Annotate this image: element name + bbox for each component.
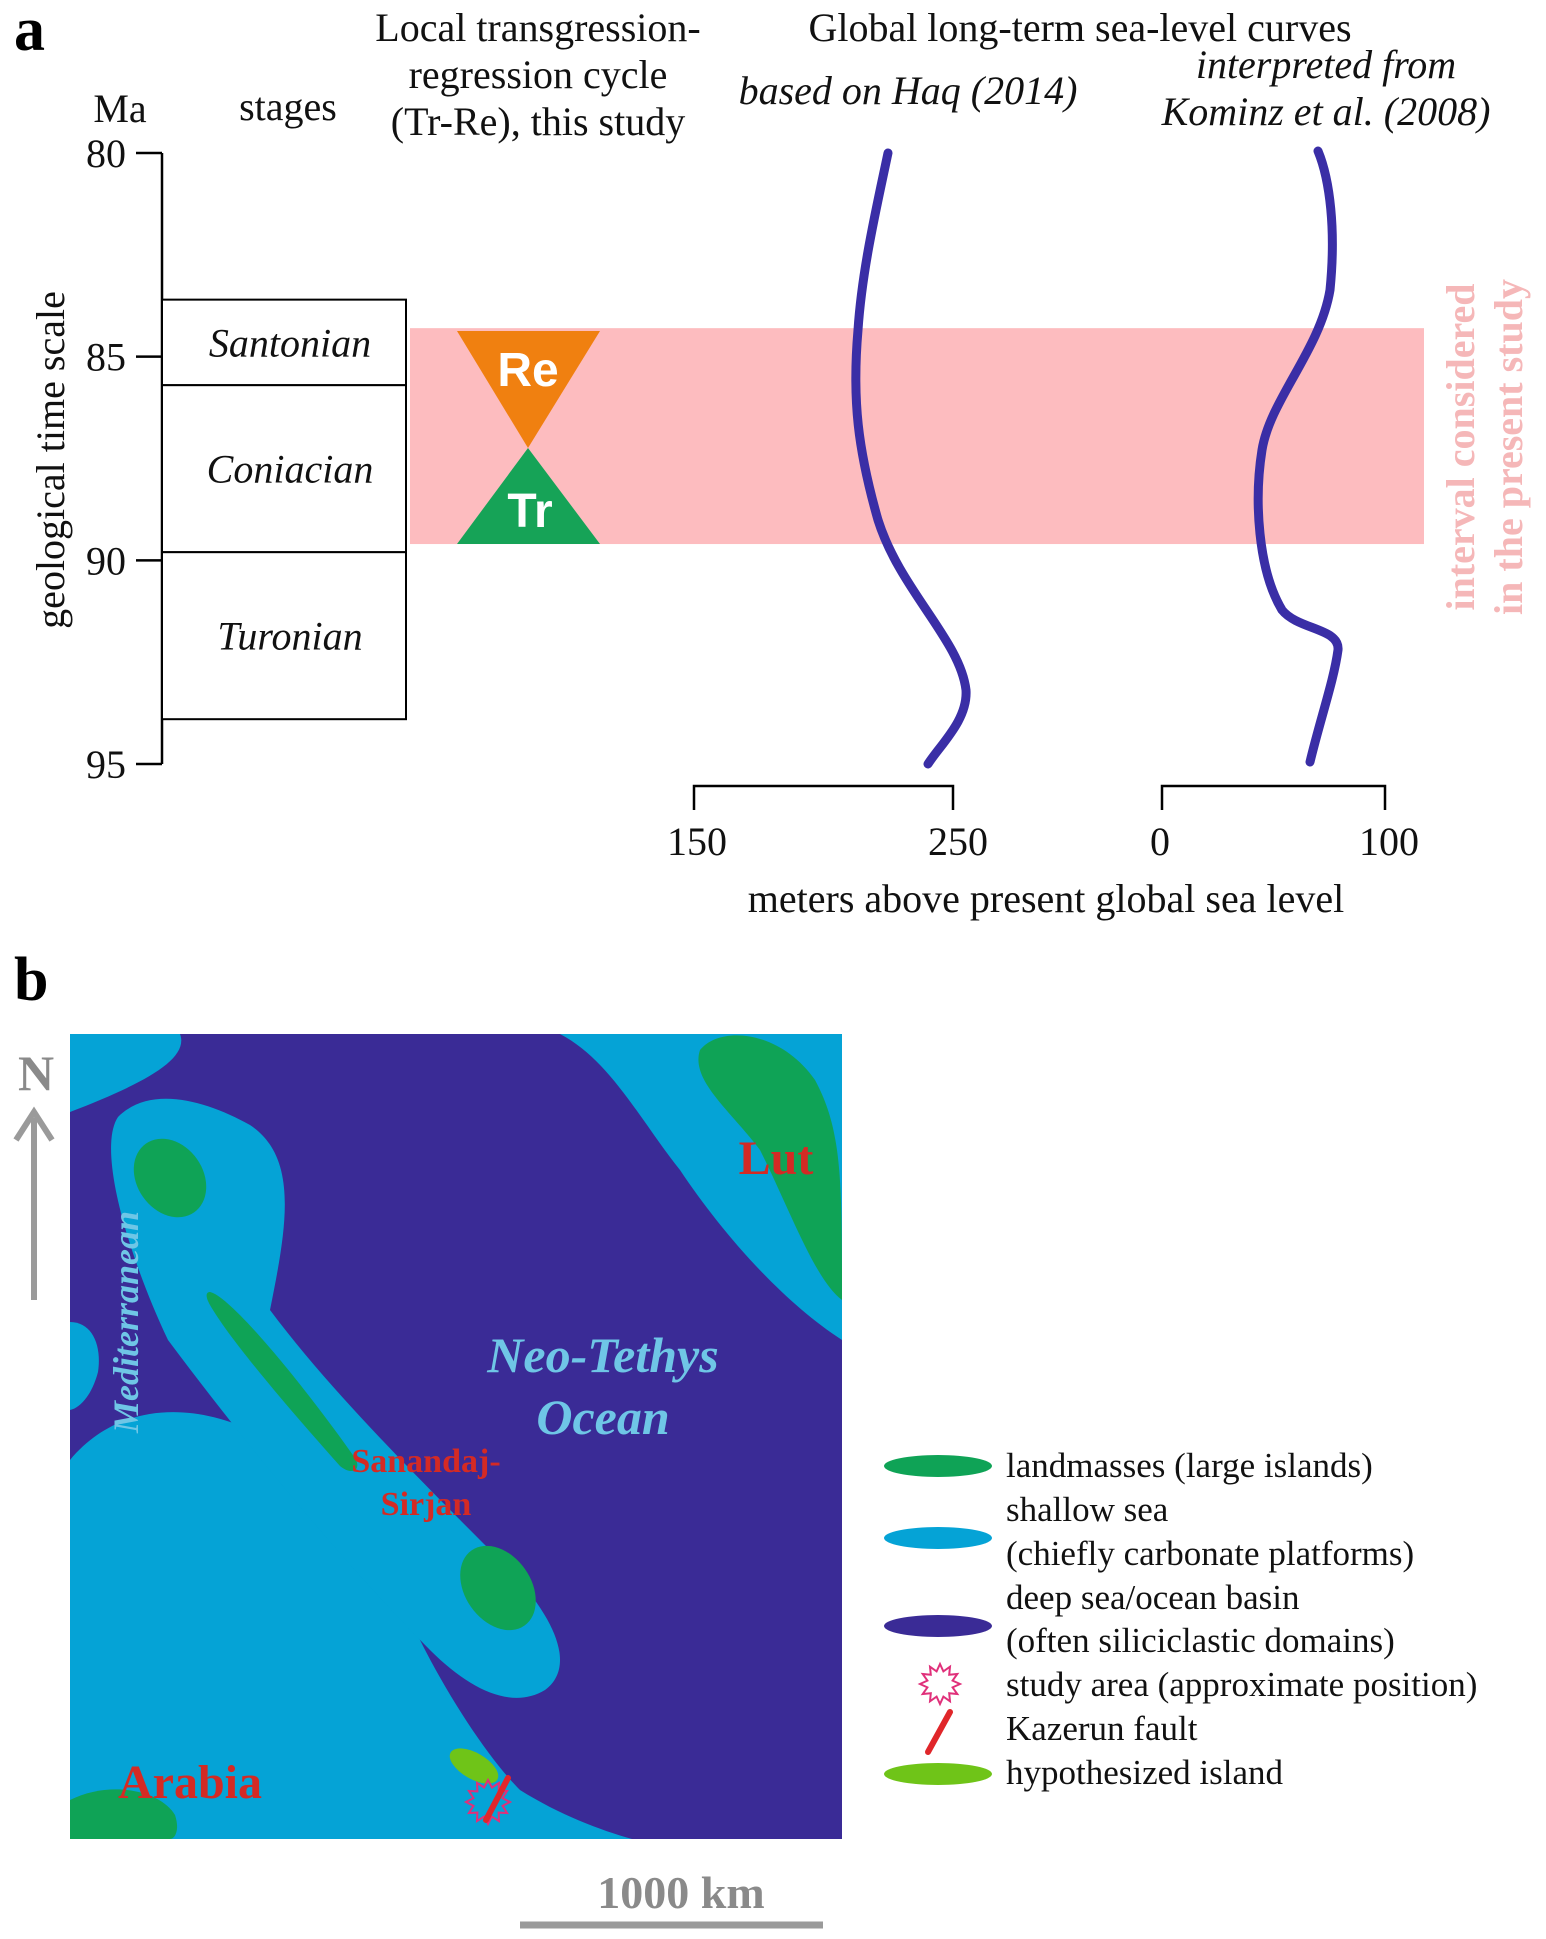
time-tick-label-80: 80 (86, 131, 126, 176)
legend-island-swatch (884, 1763, 992, 1785)
kominz-tick-100: 100 (1359, 819, 1419, 864)
haq-x-axis: 150 250 (667, 784, 988, 864)
panel-b: b N (13, 946, 1477, 1929)
shallow-sea-west-bump (70, 1322, 99, 1410)
shallow-sea-arabia (70, 1412, 632, 1839)
haq-axis-line (692, 784, 955, 810)
stage-label-coniacian: Coniacian (207, 447, 374, 492)
stage-box-turonian (161, 551, 407, 721)
panel-b-letter: b (14, 946, 48, 1014)
hypothesized-island (449, 1748, 499, 1784)
landmass-southeast (460, 1545, 536, 1631)
lut-label: Lut (739, 1132, 814, 1185)
study-area-icon (463, 1777, 513, 1827)
legend-island-text: hypothesized island (1006, 1753, 1284, 1792)
legend-landmass-text: landmasses (large islands) (1006, 1446, 1373, 1485)
legend-fault-text: Kazerun fault (1006, 1709, 1198, 1748)
stage-box-santonian (161, 298, 407, 387)
paleogeographic-map: Lut Mediterranean Neo-Tethys Ocean Sanan… (70, 1034, 842, 1839)
stage-box-coniacian (161, 384, 407, 554)
landmass-northwest (133, 1138, 207, 1218)
stage-label-turonian: Turonian (217, 614, 362, 659)
panel-a: a Ma stages Local transgression- regress… (14, 0, 1531, 921)
haq-tick-150: 150 (667, 819, 727, 864)
time-tick-label-85: 85 (86, 335, 126, 380)
global-curves-header: Global long-term sea-level curves (808, 5, 1351, 50)
legend-deep-text-line1: deep sea/ocean basin (1006, 1578, 1299, 1617)
sanandaj-label-line2: Sirjan (381, 1486, 472, 1523)
arabia-label: Arabia (118, 1756, 262, 1809)
time-tick-label-90: 90 (86, 538, 126, 583)
transgression-triangle (457, 448, 600, 544)
interval-label-line1: interval considered (1438, 283, 1483, 610)
legend-study-text: study area (approximate position) (1006, 1665, 1477, 1704)
time-axis-label: geological time scale (28, 291, 73, 629)
north-label: N (18, 1045, 54, 1101)
local-cycle-header-line1: Local transgression- (375, 5, 700, 50)
ma-header: Ma (93, 86, 147, 131)
kominz-x-axis: 0 100 (1150, 784, 1419, 864)
landmass-arabia (70, 1789, 178, 1839)
time-tick-label-95: 95 (86, 742, 126, 787)
stage-label-santonian: Santonian (209, 320, 371, 365)
legend-deep-text-line2: (often siliciclastic domains) (1006, 1621, 1395, 1660)
sanandaj-label-line1: Sanandaj- (351, 1443, 500, 1480)
kominz-tick-0: 0 (1150, 819, 1170, 864)
legend-deep-swatch (884, 1615, 992, 1637)
haq-sea-level-curve (851, 148, 971, 769)
scale-bar-label: 1000 km (597, 1867, 764, 1918)
neo-tethys-label-line2: Ocean (536, 1389, 669, 1445)
landmass-sanandaj-sirjan-strip (206, 1292, 358, 1472)
panel-a-letter: a (14, 0, 45, 64)
north-arrow-icon (13, 1106, 55, 1300)
kominz-sea-level-curve (1253, 146, 1343, 767)
legend: landmasses (large islands) shallow sea (… (884, 1446, 1477, 1792)
haq-tick-250: 250 (928, 819, 988, 864)
kominz-header-line1: interpreted from (1196, 42, 1456, 87)
tr-label: Tr (507, 485, 552, 538)
landmass-lut (698, 1035, 842, 1300)
interval-label-line2: in the present study (1486, 279, 1531, 615)
stages-header: stages (239, 84, 337, 129)
legend-shallow-text-line1: shallow sea (1006, 1490, 1169, 1529)
mediterranean-label: Mediterranean (106, 1211, 146, 1434)
x-axis-label: meters above present global sea level (748, 876, 1344, 921)
kominz-header-line2: Kominz et al. (2008) (1161, 89, 1491, 134)
legend-study-area-icon (917, 1661, 963, 1707)
local-cycle-header-line2: regression cycle (409, 52, 668, 97)
legend-landmass-swatch (884, 1455, 992, 1477)
kominz-axis-line (1160, 784, 1387, 810)
shallow-sea-sanandaj-sirjan (111, 1098, 560, 1698)
re-label: Re (497, 344, 558, 397)
legend-shallow-swatch (884, 1527, 992, 1549)
neo-tethys-label-line1: Neo-Tethys (486, 1327, 718, 1383)
legend-shallow-text-line2: (chiefly carbonate platforms) (1006, 1534, 1414, 1573)
regression-triangle (457, 331, 600, 448)
haq-header: based on Haq (2014) (739, 68, 1078, 113)
kazerun-fault-icon (483, 1775, 511, 1823)
time-axis-ticks: 80 85 90 95 (86, 131, 162, 787)
local-cycle-header-line3: (Tr-Re), this study (391, 99, 685, 144)
shallow-sea-northwest (70, 1034, 182, 1112)
legend-fault-icon (925, 1709, 953, 1755)
